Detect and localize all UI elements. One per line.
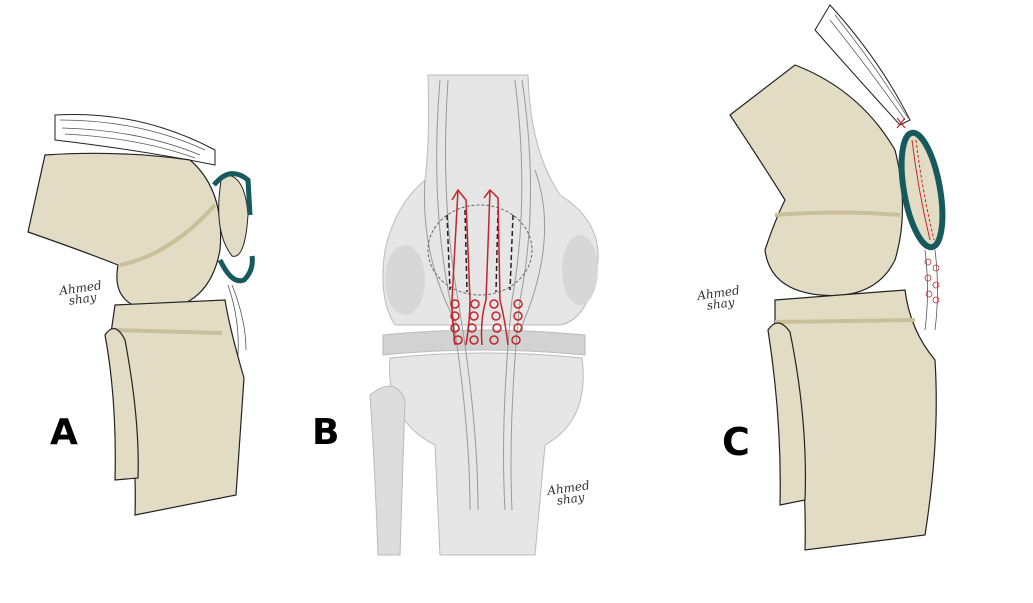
panel-label-b: B <box>312 412 340 453</box>
panel-c: C Ahmed shay <box>690 0 990 603</box>
knee-lateral-fractured-illustration <box>27 113 255 516</box>
artist-signature: Ahmed shay <box>58 278 103 308</box>
artist-signature: Ahmed shay <box>546 478 591 508</box>
panel-a: A Ahmed shay <box>20 0 300 603</box>
panel-label-a: A <box>50 412 78 453</box>
knee-lateral-repaired-illustration <box>729 4 946 551</box>
artist-signature: Ahmed shay <box>696 283 741 313</box>
panel-b: B Ahmed shay <box>312 0 640 603</box>
knee-anterior-suture-illustration <box>369 74 599 556</box>
panel-label-c: C <box>722 420 750 464</box>
